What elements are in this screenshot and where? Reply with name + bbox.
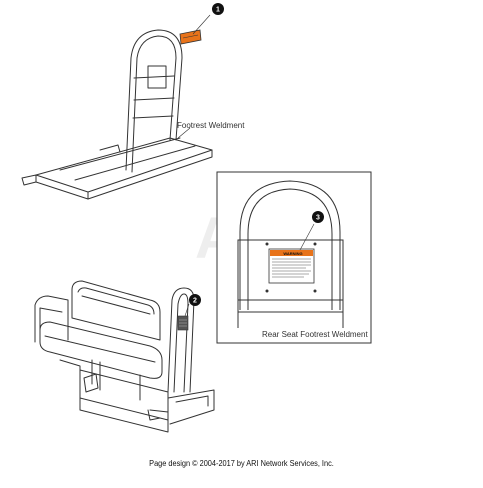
rear-seat-assembly-illustration [34,280,215,433]
footrest-weldment-label: Footrest Weldment [177,121,245,130]
callout-2-leader [184,303,190,317]
page-footer: Page design © 2004-2017 by ARI Network S… [149,459,334,468]
callout-1-leader [192,14,211,35]
callout-2: 2 [189,294,201,306]
footrest-label-leader [177,127,191,139]
callout-1-number: 1 [216,7,220,14]
callout-2-number: 2 [193,298,197,305]
inset-caption: Rear Seat Footrest Weldment [262,330,368,339]
callout-3-number: 3 [316,215,320,222]
callout-3-leader [299,223,315,251]
warning-heading: WARNING [283,251,302,256]
seat-hoop-decal [177,315,189,331]
callout-3: 3 [312,211,324,223]
callout-1: 1 [212,3,224,15]
hoop-warning-decal [179,29,202,45]
inset-warning-decal: WARNING [268,248,315,284]
footrest-weldment-illustration [21,29,213,200]
inset-detail-box: WARNING 3 [216,171,372,344]
